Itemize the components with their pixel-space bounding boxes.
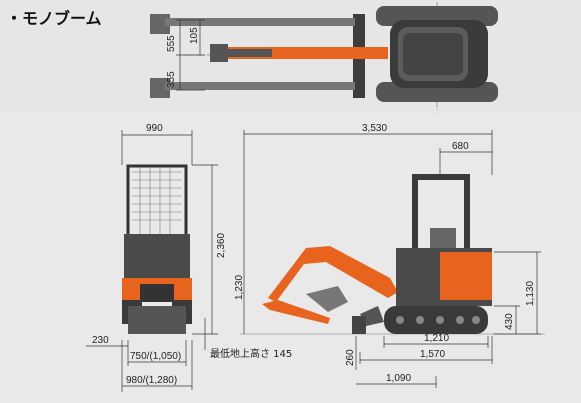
front-ground-clearance: 最低地上高さ 145: [210, 347, 292, 360]
side-dim-1210: 1,210: [424, 333, 449, 344]
top-dim-355: 355: [166, 71, 177, 88]
front-body: [124, 234, 190, 278]
side-dim-430: 430: [504, 313, 515, 330]
front-dim-990: 990: [146, 123, 163, 134]
top-dim-555: 555: [166, 35, 177, 52]
top-boom-swing-left: [165, 18, 355, 26]
side-dim-1570: 1,570: [420, 349, 445, 360]
front-view: 990 2,360 230 750/(1,050) 980/(1,280) 最低…: [86, 123, 292, 392]
diagram-title: ・モノブーム: [6, 9, 102, 28]
top-view: 555 105 355: [150, 2, 498, 113]
front-dim-track: 980/(1,280): [126, 375, 177, 386]
front-dim-shoe: 750/(1,050): [130, 351, 181, 362]
side-dim-1230: 1,230: [234, 275, 245, 300]
side-boom: [268, 246, 398, 302]
top-boom-swing-right: [165, 82, 355, 90]
front-dim-2360: 2,360: [216, 233, 227, 258]
side-dim-680: 680: [452, 141, 469, 152]
front-tracks: [128, 306, 186, 334]
side-dim-3530: 3,530: [362, 123, 387, 134]
top-dim-105: 105: [189, 27, 200, 44]
side-view: 3,530 680 1,230 1,130 430 260 1,210 1,57…: [234, 123, 545, 388]
side-counterweight: [440, 252, 492, 300]
side-arm: [262, 300, 330, 324]
side-dim-260: 260: [345, 349, 356, 366]
side-bucket: [306, 286, 348, 312]
side-dim-1090: 1,090: [386, 373, 411, 384]
side-cab-frame: [412, 174, 470, 248]
front-dim-230: 230: [92, 335, 109, 346]
side-dim-1130: 1,130: [525, 281, 536, 306]
